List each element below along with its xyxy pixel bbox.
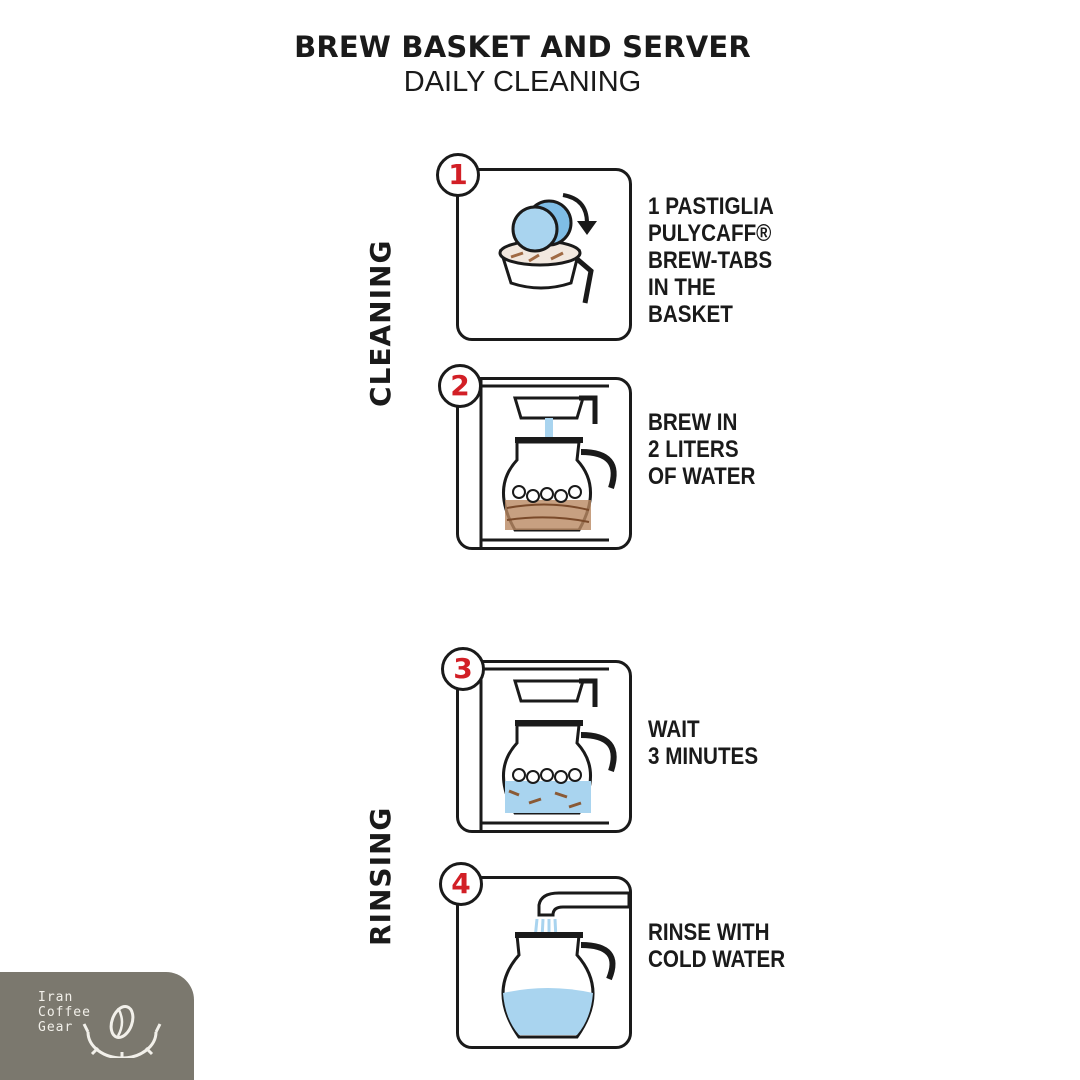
page-title: BREW BASKET AND SERVER [294, 30, 751, 64]
step-3-illustration [456, 660, 632, 833]
coffee-gear-logo-icon [82, 1005, 162, 1058]
step-1-text: 1 PASTIGLIA PULYCAFF® BREW-TABS IN THE B… [648, 193, 774, 328]
step-1-number-badge: 1 [436, 153, 480, 197]
logo-text: Iran Coffee Gear [38, 990, 91, 1035]
rinsing-carafe-icon [501, 891, 629, 1039]
step-3-number-badge: 3 [441, 647, 485, 691]
step-2-illustration [456, 377, 632, 550]
step-4-illustration [456, 876, 632, 1049]
step-2-number-badge: 2 [438, 364, 482, 408]
step-4-number-badge: 4 [439, 862, 483, 906]
brewing-carafe-icon [479, 380, 617, 547]
step-1-illustration [456, 168, 632, 341]
brand-logo: Iran Coffee Gear [0, 972, 194, 1080]
section-label-rinsing: RINSING [364, 806, 397, 946]
section-label-cleaning: CLEANING [364, 239, 397, 407]
step-2-text: BREW IN 2 LITERS OF WATER [648, 409, 756, 490]
step-4-text: RINSE WITH COLD WATER [648, 919, 786, 973]
step-3-text: WAIT 3 MINUTES [648, 716, 759, 770]
brew-tab-basket-icon [498, 193, 597, 304]
waiting-carafe-icon [479, 663, 617, 830]
page-subtitle: DAILY CLEANING [403, 66, 642, 98]
